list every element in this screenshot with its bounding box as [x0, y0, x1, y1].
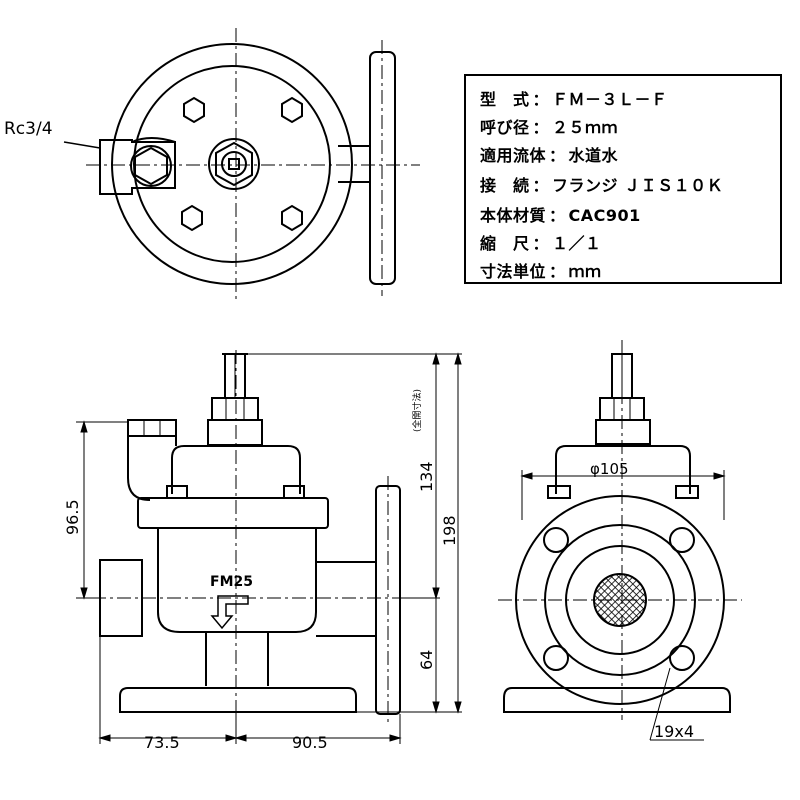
- dim-label-90-5: 90.5: [292, 733, 328, 752]
- foot-stem: [205, 632, 269, 686]
- holes-label: 19x4: [654, 722, 694, 741]
- spec-separator: ：: [532, 90, 550, 109]
- spec-row-model: 型 式：ＦＭ－３Ｌ－Ｆ: [480, 86, 668, 110]
- bolt-hole: [669, 527, 695, 553]
- dim-label-73-5: 73.5: [144, 733, 180, 752]
- full-open-note: (全開寸法): [411, 389, 423, 432]
- spec-label: 縮 尺: [480, 234, 530, 253]
- top-view-outer-circle: [111, 43, 353, 285]
- dim-label-198: 198: [440, 515, 459, 546]
- bolt-head: [166, 485, 188, 499]
- port-leader: [63, 141, 101, 149]
- flange-dia-label: φ105: [590, 460, 629, 478]
- bolt-hex-icon: [181, 204, 203, 232]
- side-port-arc: [131, 137, 176, 143]
- top-view-neck: [338, 145, 370, 183]
- flow-arrow-icon: [210, 595, 249, 630]
- holes-leader: [649, 667, 671, 741]
- plug-hex-outer: [130, 145, 172, 187]
- spec-row-material: 本体材質：CAC901: [480, 202, 641, 226]
- side-flange-mid: [544, 524, 696, 676]
- bolt-hex-icon: [183, 96, 205, 124]
- dim-phi-105: [520, 470, 726, 520]
- hex-nut: [211, 397, 259, 421]
- side-bolt-head: [675, 485, 699, 499]
- bolt-hex-icon: [281, 96, 303, 124]
- side-bolt-head: [547, 485, 571, 499]
- spec-value: フランジ ＪＩＳ１０Ｋ: [552, 176, 724, 195]
- spec-label: 型 式: [480, 90, 530, 109]
- dim-label-64: 64: [417, 650, 436, 670]
- bolt-hex-icon: [281, 204, 303, 232]
- spec-separator: ：: [549, 146, 566, 165]
- spec-label: 接 続: [480, 176, 530, 195]
- side-port-body: [99, 139, 176, 195]
- spec-separator: ：: [549, 206, 566, 225]
- foot-base: [119, 687, 357, 713]
- side-view: φ105 19x4: [498, 340, 742, 741]
- body-bowl: [157, 528, 317, 633]
- spec-value: ＦＭ－３Ｌ－Ｆ: [552, 90, 668, 109]
- stem-square: [228, 158, 240, 170]
- spec-value: CAC901: [568, 206, 641, 225]
- dim-horizontal-bottom: [98, 636, 402, 744]
- spec-separator: ：: [532, 234, 550, 253]
- right-neck: [316, 561, 376, 637]
- spec-label: 寸法単位: [480, 262, 547, 281]
- side-collar: [595, 419, 651, 445]
- bonnet-collar: [207, 419, 263, 446]
- spec-value: 水道水: [568, 146, 619, 165]
- spec-separator: ：: [532, 176, 550, 195]
- spec-row-scale: 縮 尺：１／１: [480, 230, 602, 254]
- stem-nut-outer: [208, 138, 260, 190]
- dim-vertical-right: [245, 352, 462, 714]
- spec-row-unit: 寸法単位：ｍｍ: [480, 258, 602, 282]
- top-view: Rc3/4: [4, 28, 420, 300]
- spec-row-fluid: 適用流体：水道水: [480, 142, 618, 166]
- stem-nut-hex-icon: [215, 141, 253, 187]
- spec-label: 本体材質: [480, 206, 547, 225]
- body-mark: FM25: [210, 574, 253, 590]
- side-bonnet: [555, 445, 691, 494]
- spec-value: ２５ｍｍ: [552, 118, 619, 137]
- top-view-inner-circle: [133, 65, 331, 263]
- dim-label-134: 134: [417, 461, 436, 492]
- plug-cap: [127, 419, 177, 437]
- stem-nut-inner: [221, 151, 247, 177]
- dim-label-96-5: 96.5: [63, 499, 82, 535]
- bolt-hole: [543, 527, 569, 553]
- plug-body: [127, 436, 151, 501]
- spec-label: 呼び径: [480, 118, 530, 137]
- spec-separator: ：: [549, 262, 566, 281]
- bolt-hole: [669, 645, 695, 671]
- front-view: FM25 96.5 134 198: [63, 350, 462, 752]
- spec-value: １／１: [552, 234, 602, 253]
- spec-table: 型 式：ＦＭ－３Ｌ－Ｆ 呼び径：２５ｍｍ 適用流体：水道水 接 続：フランジ Ｊ…: [464, 74, 782, 284]
- bolt-hole: [543, 645, 569, 671]
- dim-96-5: [76, 420, 128, 600]
- spec-value: ｍｍ: [568, 262, 602, 281]
- port-label: Rc3/4: [4, 119, 53, 139]
- spec-label: 適用流体: [480, 146, 547, 165]
- spec-row-connection: 接 続：フランジ ＪＩＳ１０Ｋ: [480, 172, 723, 196]
- body-flange: [137, 497, 329, 529]
- spec-row-size: 呼び径：２５ｍｍ: [480, 114, 618, 138]
- plug-hex-icon: [134, 146, 168, 186]
- side-foot: [503, 687, 731, 713]
- spec-separator: ：: [532, 118, 550, 137]
